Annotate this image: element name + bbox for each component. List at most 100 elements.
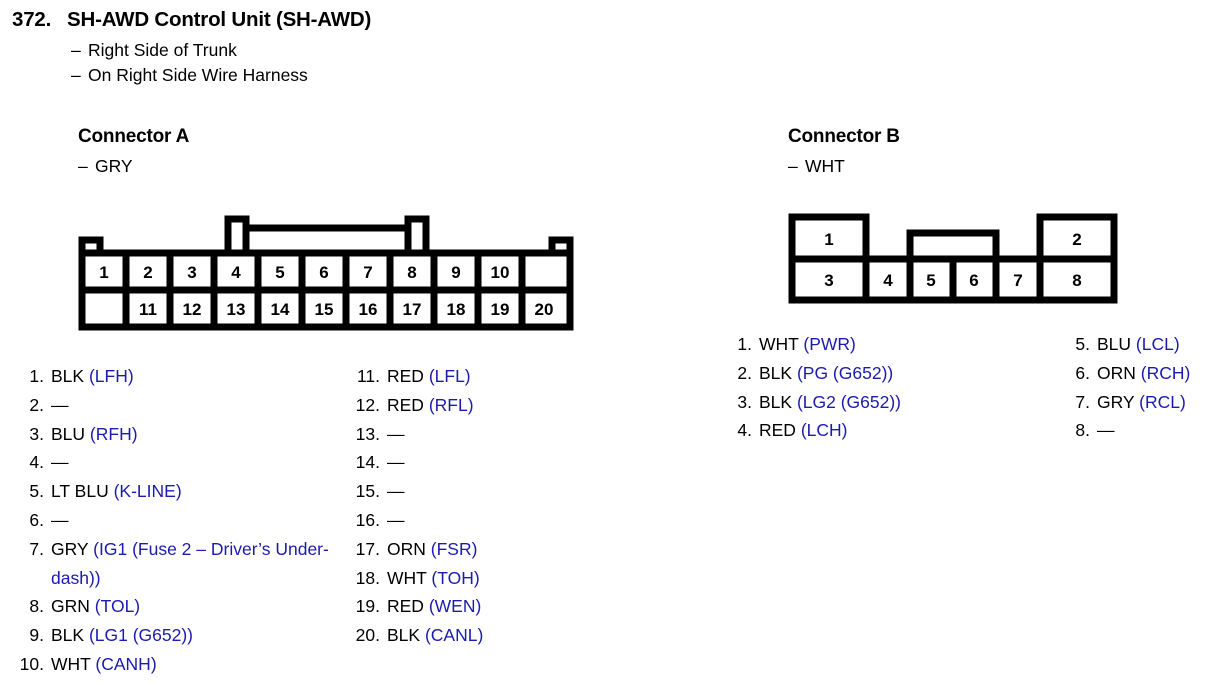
- pin-label: 7: [1013, 271, 1022, 290]
- pin-value: GRY (RCL): [1097, 388, 1230, 417]
- pin-row: 7.GRY (IG1 (Fuse 2 – Driver’s Under-dash…: [14, 535, 344, 593]
- pin-label: 15: [315, 300, 334, 319]
- dash-bullet: –: [71, 65, 81, 85]
- connector-a-section: Connector A –GRY: [78, 126, 588, 331]
- connector-b-pin-list-right: 5.BLU (LCL) 6. ORN (RCH) 7. GRY (RCL) 8. —: [1068, 330, 1230, 445]
- signal-name: (TOH): [431, 567, 480, 588]
- pin-label: 3: [187, 263, 196, 282]
- pin-value: —: [387, 420, 680, 449]
- pin-number: 15.: [355, 481, 380, 502]
- location-item: –On Right Side Wire Harness: [71, 63, 712, 88]
- pin-label: 16: [359, 300, 378, 319]
- signal-name: (LG1 (G652)): [88, 625, 194, 646]
- wire-color: —: [51, 509, 69, 530]
- wire-color: GRY: [51, 538, 89, 559]
- pin-number: 5.: [29, 481, 44, 502]
- pin-row: 7. GRY (RCL): [1068, 388, 1230, 417]
- pin-value: BLU (RFH): [51, 420, 344, 449]
- pin-label: 1: [824, 230, 833, 249]
- pin-label: 11: [139, 300, 157, 319]
- pin-value: ORN (RCH): [1097, 359, 1230, 388]
- connector-b-section: Connector B –WHT 1: [788, 126, 1118, 304]
- wire-color: —: [387, 452, 405, 473]
- pin-number: 8.: [29, 596, 44, 617]
- wire-color: —: [387, 509, 405, 530]
- pin-label: 14: [271, 300, 290, 319]
- pin-number: 5.: [1075, 334, 1090, 354]
- dash-bullet: –: [788, 156, 798, 176]
- wire-color: RED: [387, 366, 424, 386]
- pin-number: 8.: [1075, 420, 1090, 441]
- pin-row: 2.—: [14, 391, 344, 420]
- pin-row: 8.GRN (TOL): [14, 592, 344, 621]
- pin-label: 6: [969, 271, 978, 290]
- pin-label: 2: [1072, 230, 1081, 249]
- wire-color: —: [51, 394, 69, 415]
- dash-bullet: –: [71, 40, 81, 60]
- connector-b-diagram: 1 2 3 4 5 6 7 8: [788, 209, 1118, 304]
- pin-number: 18.: [355, 567, 380, 588]
- pin-row: 12.RED (RFL): [350, 391, 680, 420]
- pin-row: 6. ORN (RCH): [1068, 359, 1230, 388]
- pin-label: 7: [363, 263, 372, 282]
- signal-name: (WEN): [428, 596, 482, 617]
- pin-value: —: [1097, 416, 1230, 445]
- signal-name: (LG2 (G652)): [796, 391, 902, 412]
- pin-label: 19: [491, 300, 510, 319]
- pin-number: 16.: [355, 509, 380, 530]
- pin-value: BLK (CANL): [387, 621, 680, 650]
- connector-a-pin-list-right: 11.RED (LFL)12.RED (RFL)13.—14.—15.—16.—…: [350, 362, 680, 650]
- pin-row: 2. BLK (PG (G652)): [730, 359, 1070, 388]
- wire-color: GRN: [51, 596, 90, 617]
- pin-number: 6.: [1075, 362, 1090, 383]
- pin-number: 11.: [356, 366, 380, 386]
- connector-a-pin-list-left: 1.BLK (LFH)2.—3.BLU (RFH)4.—5.LT BLU (K-…: [14, 362, 344, 679]
- pin-row: 16. —: [350, 506, 680, 535]
- pin-value: —: [387, 448, 680, 477]
- pin-number: 19.: [355, 596, 380, 617]
- signal-name: (PWR): [803, 334, 856, 354]
- connector-a-color-label: GRY: [95, 156, 133, 176]
- pin-label: 4: [883, 271, 893, 290]
- signal-name: (PG (G652)): [796, 362, 894, 383]
- pin-number: 12.: [355, 394, 380, 415]
- pin-row: 18.WHT (TOH): [350, 564, 680, 593]
- pin-number: 14.: [355, 452, 380, 473]
- pin-number: 9.: [29, 625, 44, 646]
- pin-number: 6.: [29, 509, 44, 530]
- pin-label: 2: [143, 263, 152, 282]
- pin-row: 13.—: [350, 420, 680, 449]
- pin-value: RED (LFL): [387, 362, 680, 391]
- pin-value: —: [387, 477, 680, 506]
- wire-color: RED: [759, 420, 796, 441]
- wire-color: ORN: [1097, 362, 1136, 383]
- pin-number: 7.: [29, 538, 44, 559]
- document-header: 372. SH-AWD Control Unit (SH-AWD) –Right…: [12, 8, 712, 88]
- wire-color: —: [387, 423, 405, 444]
- pin-value: —: [387, 506, 680, 535]
- wire-color: BLK: [387, 625, 421, 646]
- wire-color: WHT: [759, 334, 799, 354]
- wire-color: RED: [387, 394, 424, 415]
- pin-row: 9.BLK (LG1 (G652)): [14, 621, 344, 650]
- signal-name: (RCH): [1140, 362, 1191, 383]
- pin-row: 5.BLU (LCL): [1068, 330, 1230, 359]
- pin-value: BLK (PG (G652)): [759, 359, 1070, 388]
- pin-row: 11. RED (LFL): [350, 362, 680, 391]
- pin-row: 4.—: [14, 448, 344, 477]
- pin-label: 8: [407, 263, 416, 282]
- pin-value: RED (LCH): [759, 416, 1070, 445]
- pin-label: 18: [447, 300, 466, 319]
- signal-name: (CANH): [95, 653, 157, 674]
- pin-number: 2.: [737, 362, 752, 383]
- pin-number: 1.: [737, 334, 752, 354]
- location-text: Right Side of Trunk: [88, 40, 237, 60]
- pin-value: —: [51, 448, 344, 477]
- pin-label: 3: [824, 271, 833, 290]
- pin-label: 1: [99, 263, 108, 282]
- pin-row: 19.RED (WEN): [350, 592, 680, 621]
- pin-number: 4.: [737, 420, 752, 441]
- pin-value: —: [51, 391, 344, 420]
- signal-name: (RCL): [1139, 391, 1186, 412]
- pin-number: 7.: [1075, 391, 1090, 412]
